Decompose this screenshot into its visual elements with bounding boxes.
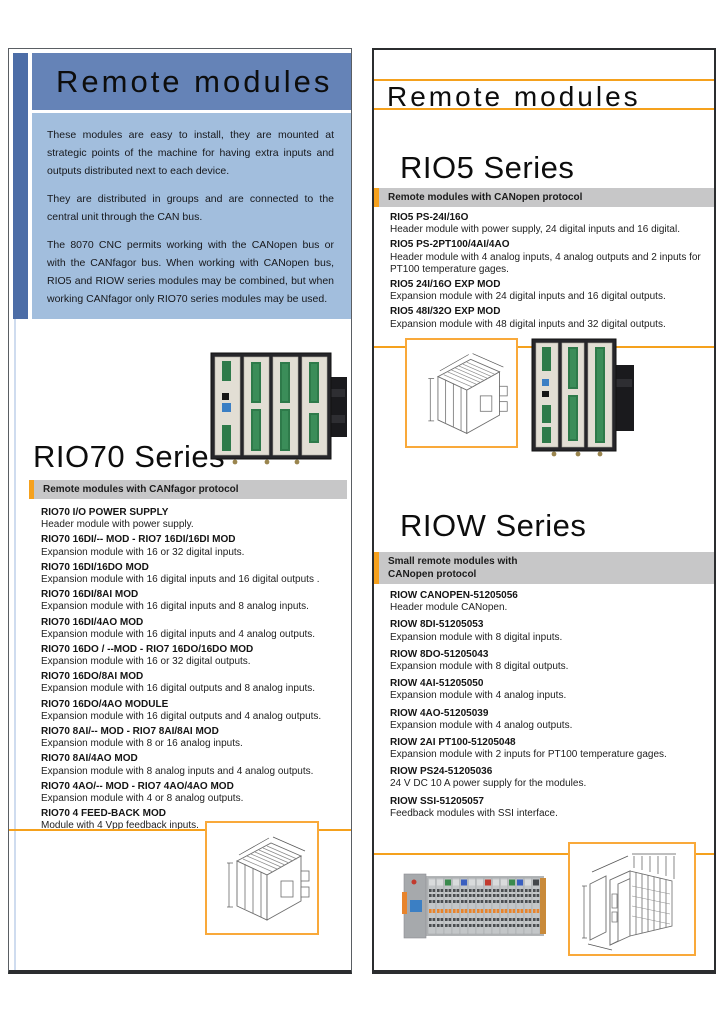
orange-rule xyxy=(9,829,351,831)
product-item: RIO70 8AI/4AO MOD Expansion module with … xyxy=(41,753,314,777)
product-item: RIO70 4AO/-- MOD - RIO7 4AO/4AO MOD Expa… xyxy=(41,780,244,804)
product-item: RIOW CANOPEN-51205056 Header module CANo… xyxy=(390,590,518,614)
rio5-modules-photo xyxy=(531,338,634,457)
rio70-product-list: RIO70 I/O POWER SUPPLY Header module wit… xyxy=(41,507,341,836)
product-item: RIO70 4 FEED-BACK MOD Module with 4 Vpp … xyxy=(41,808,199,832)
isometric-drawing-icon xyxy=(427,353,508,435)
product-item: RIO70 16DI/4AO MOD Expansion module with… xyxy=(41,616,316,640)
orange-accent xyxy=(374,188,379,207)
left-header-band: Remote modules xyxy=(32,53,351,110)
left-panel: Remote modules These modules are easy to… xyxy=(8,48,352,974)
right-page-title: Remote modules xyxy=(387,81,641,112)
product-item: RIO70 16DO / --MOD - RIO7 16DO/16DO MOD … xyxy=(41,643,254,668)
rio70-protocol-bar: Remote modules with CANfagor protocol xyxy=(29,480,347,499)
blue-stripe xyxy=(13,53,28,319)
product-item: RIOW SSI-51205057 Feedback modules with … xyxy=(390,795,558,819)
product-item: RIOW 2AI PT100-51205048 Expansion module… xyxy=(390,736,667,761)
intro-paragraph: They are distributed in groups and are c… xyxy=(47,193,334,224)
rio5-series-title: RIO5 Series xyxy=(400,150,575,185)
rio5-protocol-bar: Remote modules with CANopen protocol xyxy=(374,188,714,207)
product-item: RIO70 16DI/8AI MOD Expansion module with… xyxy=(41,589,309,613)
product-item: RIO5 PS-2PT100/4AI/4AO Header module wit… xyxy=(390,239,701,275)
product-item: RIOW PS24-51205036 24 V DC 10 A power su… xyxy=(390,766,587,790)
right-panel: Remote modules RIO5 Series Remote module… xyxy=(372,48,716,974)
riow-protocol-bar: Small remote modules with CANopen protoc… xyxy=(374,552,714,584)
product-item: RIOW 4AO-51205039 Expansion module with … xyxy=(390,707,573,731)
product-item: RIO70 I/O POWER SUPPLY Header module wit… xyxy=(41,507,194,531)
riow-dimension-drawing xyxy=(568,842,696,956)
rio5-product-list: RIO5 PS-24I/16O Header module with power… xyxy=(390,212,702,334)
left-page-title: Remote modules xyxy=(56,64,333,99)
protocol-label: Small remote modules with CANopen protoc… xyxy=(388,556,518,580)
protocol-label: Remote modules with CANfagor protocol xyxy=(43,484,239,495)
orange-accent xyxy=(29,480,34,499)
orange-rule xyxy=(374,108,714,110)
protocol-label: Remote modules with CANopen protocol xyxy=(388,192,583,203)
intro-paragraph: The 8070 CNC permits working with the CA… xyxy=(47,239,334,306)
product-item: RIOW 4AI-51205050 Expansion module with … xyxy=(390,678,567,702)
intro-box: These modules are easy to install, they … xyxy=(32,113,351,319)
rio70-dimension-drawing xyxy=(205,821,319,935)
rio70-modules-photo xyxy=(210,352,347,465)
intro-paragraph: These modules are easy to install, they … xyxy=(47,129,334,178)
rio70-series-title: RIO70 Series xyxy=(33,439,226,474)
orange-rule xyxy=(374,79,714,81)
product-item: RIO5 24I/16O EXP MOD Expansion module wi… xyxy=(390,278,666,303)
product-item: RIOW 8DO-51205043 Expansion module with … xyxy=(390,648,569,672)
product-item: RIO70 16DI/16DO MOD Expansion module wit… xyxy=(41,561,320,585)
orange-rule xyxy=(374,853,714,855)
left-edge-line xyxy=(14,53,16,970)
orange-accent xyxy=(374,552,379,584)
isometric-drawing-icon xyxy=(227,836,310,921)
riow-series-title: RIOW Series xyxy=(400,508,587,543)
product-item: RIO70 8AI/-- MOD - RIO7 8AI/8AI MOD Expa… xyxy=(41,726,243,750)
product-item: RIOW 8DI-51205053 Expansion module with … xyxy=(390,619,563,643)
riow-modules-photo xyxy=(402,873,546,939)
product-item: RIO70 16DO/8AI MOD Expansion module with… xyxy=(41,671,316,695)
isometric-drawing-icon xyxy=(582,853,676,951)
riow-product-list: RIOW CANOPEN-51205056 Header module CANo… xyxy=(390,590,702,825)
product-item: RIO5 48I/32O EXP MOD Expansion module wi… xyxy=(390,306,666,330)
rio5-dimension-drawing xyxy=(405,338,518,448)
product-item: RIO70 16DI/-- MOD - RIO7 16DI/16DI MOD E… xyxy=(41,534,245,558)
product-item: RIO5 PS-24I/16O Header module with power… xyxy=(390,212,680,236)
product-item: RIO70 16DO/4AO MODULE Expansion module w… xyxy=(41,698,322,722)
